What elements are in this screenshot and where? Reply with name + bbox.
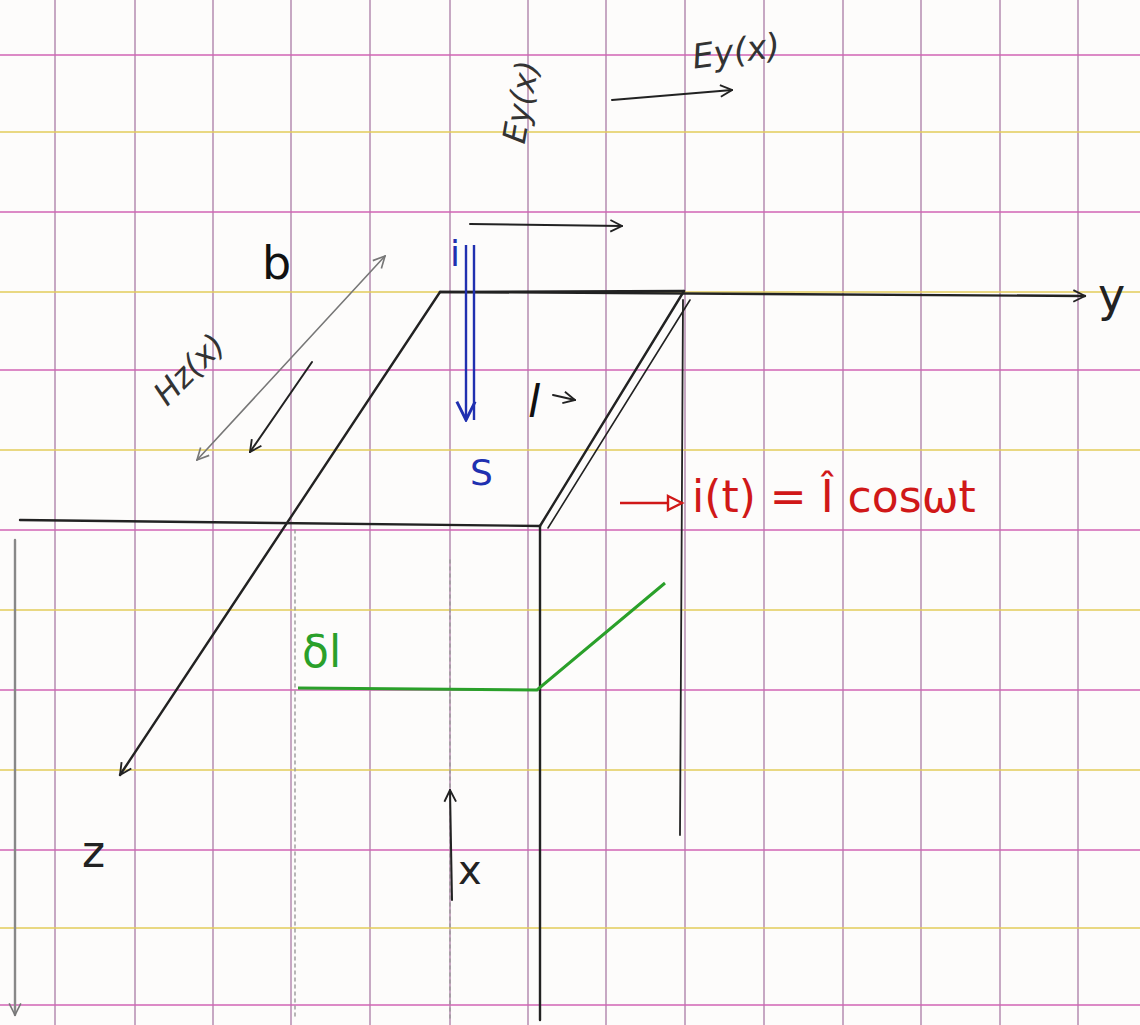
red-arrow [620, 496, 682, 510]
current-arrow [466, 245, 474, 420]
dimension-label: l [528, 380, 540, 424]
current-label: i [450, 236, 460, 272]
skin-depth-label: δl [302, 630, 341, 674]
axis-label: y [1098, 272, 1125, 318]
dimension-label: b [262, 240, 291, 286]
conductor-sketch [15, 90, 1085, 1020]
area-label: S [470, 455, 493, 491]
axis-label: x [458, 850, 482, 890]
field-label: Ey(x) [690, 28, 782, 74]
current-equation: i(t) = Î cosωt [692, 475, 976, 519]
skin-depth-line [298, 583, 665, 690]
axis-label: z [82, 830, 105, 874]
